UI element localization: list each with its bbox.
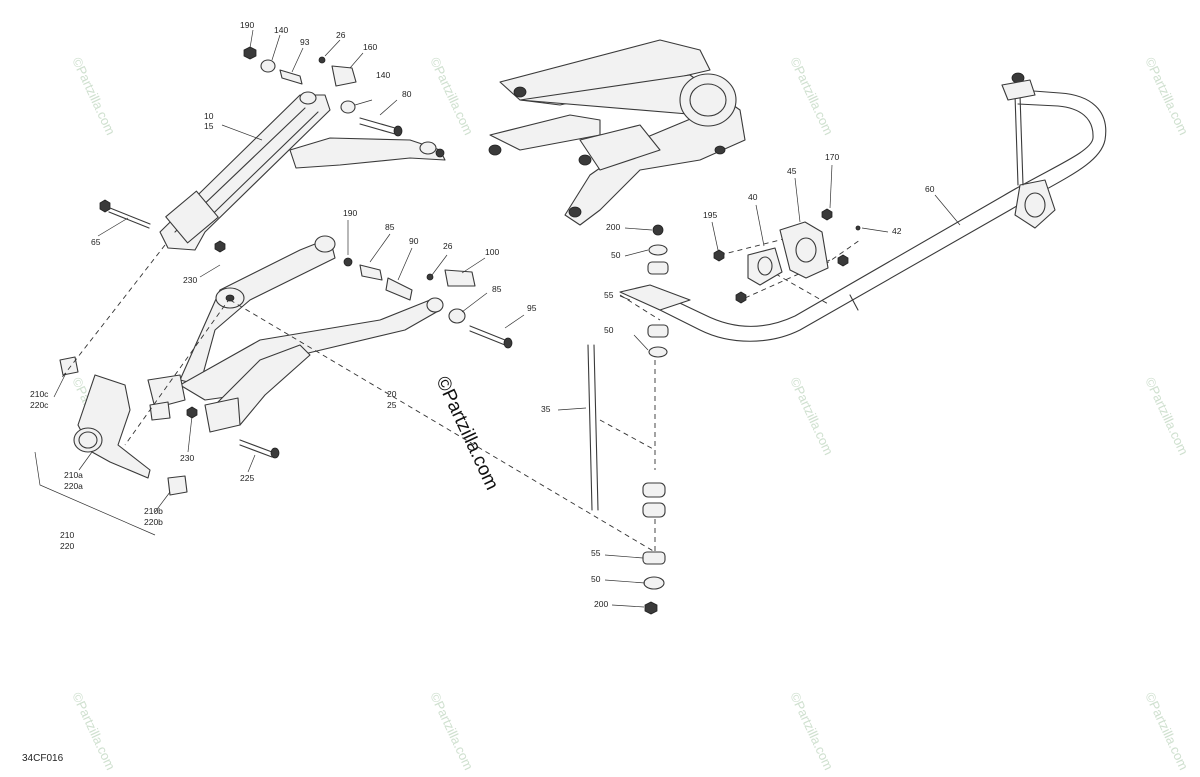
callout-100: 100 <box>485 247 499 257</box>
callout-220c: 220c <box>30 400 49 410</box>
callout-15: 15 <box>204 121 214 131</box>
diagram-code: 34CF016 <box>22 753 64 764</box>
callout-230: 230 <box>183 275 197 285</box>
callout-42: 42 <box>892 226 902 236</box>
callout-85: 85 <box>385 222 395 232</box>
watermark-faint: ©Partzilla.com <box>1142 375 1191 457</box>
callout-35: 35 <box>541 404 551 414</box>
callout-95: 95 <box>527 303 537 313</box>
link-rod-stack <box>587 224 691 615</box>
callout-210c: 210c <box>30 389 49 399</box>
knuckle <box>59 356 188 496</box>
watermark-main: ©Partzilla.com <box>431 373 502 493</box>
callout-140: 140 <box>376 70 390 80</box>
callout-210: 210 <box>60 530 74 540</box>
callout-85: 85 <box>492 284 502 294</box>
callout-190: 190 <box>343 208 357 218</box>
callout-50: 50 <box>604 325 614 335</box>
callout-45: 45 <box>787 166 797 176</box>
callout-220b: 220b <box>144 517 163 527</box>
watermark-faint: ©Partzilla.com <box>69 690 118 772</box>
callout-200: 200 <box>606 222 620 232</box>
callout-210a: 210a <box>64 470 83 480</box>
callout-170: 170 <box>825 152 839 162</box>
bolt-225 <box>239 439 280 459</box>
frame-assembly <box>488 39 746 226</box>
callout-55: 55 <box>591 548 601 558</box>
callout-93: 93 <box>300 37 310 47</box>
callout-230: 230 <box>180 453 194 463</box>
callout-55: 55 <box>604 290 614 300</box>
callout-210b: 210b <box>144 506 163 516</box>
callout-200: 200 <box>594 599 608 609</box>
callout-40: 40 <box>748 192 758 202</box>
callout-80: 80 <box>402 89 412 99</box>
lower-a-arm <box>147 235 444 433</box>
callout-60: 60 <box>925 184 935 194</box>
callout-190: 190 <box>240 20 254 30</box>
nuts-230 <box>186 240 226 419</box>
callout-50: 50 <box>591 574 601 584</box>
watermark-faint: ©Partzilla.com <box>1142 690 1191 772</box>
sway-bar <box>639 72 1107 342</box>
callout-25: 25 <box>387 400 397 410</box>
callout-220: 220 <box>60 541 74 551</box>
callout-65: 65 <box>91 237 101 247</box>
watermark-faint: ©Partzilla.com <box>787 375 836 457</box>
lower-arm-hardware <box>343 257 513 349</box>
callout-26: 26 <box>443 241 453 251</box>
callout-220a: 220a <box>64 481 83 491</box>
callout-225: 225 <box>240 473 254 483</box>
callout-10: 10 <box>204 111 214 121</box>
upper-a-arm <box>159 91 446 251</box>
callout-140: 140 <box>274 25 288 35</box>
bolt-65 <box>99 199 151 229</box>
watermark-faint: ©Partzilla.com <box>787 55 836 137</box>
leader-lines <box>34 29 961 608</box>
watermark-faint: ©Partzilla.com <box>427 55 476 137</box>
watermark-faint: ©Partzilla.com <box>1142 55 1191 137</box>
callout-50: 50 <box>611 250 621 260</box>
watermark-faint: ©Partzilla.com <box>427 690 476 772</box>
watermark-faint: ©Partzilla.com <box>69 55 118 137</box>
watermark-faint: ©Partzilla.com <box>787 690 836 772</box>
callout-90: 90 <box>409 236 419 246</box>
callout-195: 195 <box>703 210 717 220</box>
callout-160: 160 <box>363 42 377 52</box>
callout-26: 26 <box>336 30 346 40</box>
upper-arm-hardware <box>243 46 403 137</box>
bushing-and-bracket <box>713 208 861 304</box>
callout-labels: 190 140 93 26 160 140 80 10 15 65 230 19… <box>30 20 935 609</box>
callout-20: 20 <box>387 389 397 399</box>
